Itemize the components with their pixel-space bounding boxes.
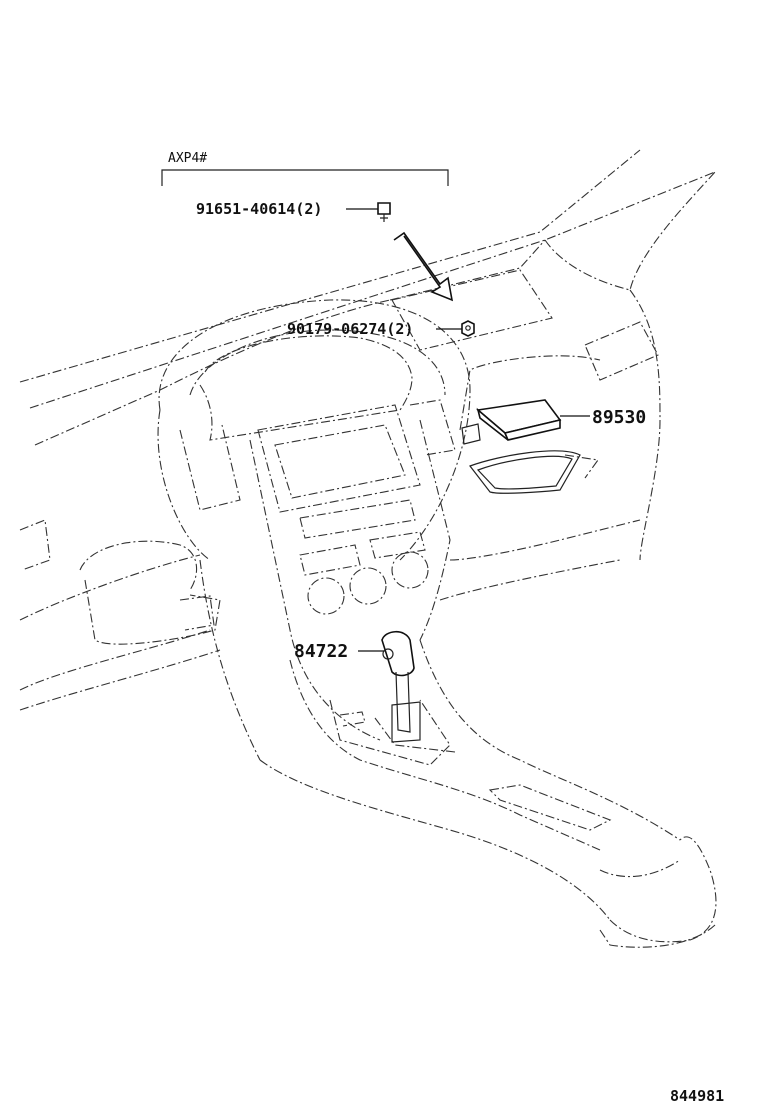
nut-icon [461,320,475,337]
screw-part-number: 91651-40614(2) [196,200,322,218]
ecu-part-number: 89530 [592,407,646,428]
direction-arrow-icon [393,231,454,302]
variant-bracket: AXP4# [161,151,449,186]
shift-switch-part-number: 84722 [294,641,348,662]
dashboard-outline [19,149,717,948]
nut-callout: 90179-06274(2) [287,320,475,338]
variant-label: AXP4# [168,151,207,166]
ecu-callout: 89530 [461,399,646,494]
shift-switch-callout: 84722 [294,630,421,743]
screw-icon [377,202,391,222]
illustration-number: 844981 [670,1087,724,1105]
shift-knob-icon [381,630,421,743]
screw-callout: 91651-40614(2) [196,200,391,222]
ecu-unit-icon [461,399,599,494]
nut-part-number: 90179-06274(2) [287,320,413,338]
